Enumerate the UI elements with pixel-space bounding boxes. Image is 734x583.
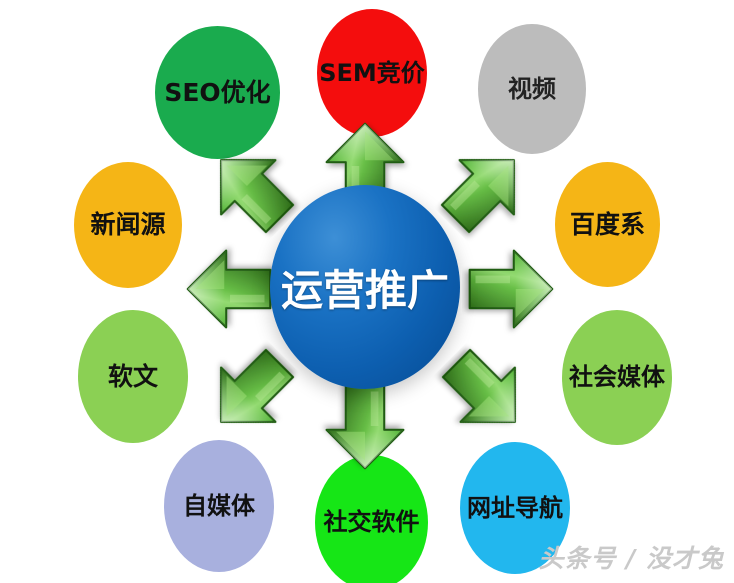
node-label-news-source: 新闻源 <box>90 210 166 240</box>
node-video[interactable]: 视频 <box>478 24 586 154</box>
node-social-app[interactable]: 社交软件 <box>315 455 428 583</box>
node-news-source[interactable]: 新闻源 <box>74 162 182 288</box>
node-sem[interactable]: SEM竞价 <box>317 9 427 137</box>
center-hub-label: 运营推广 <box>280 265 449 315</box>
node-baidu[interactable]: 百度系 <box>555 162 660 287</box>
node-label-sem: SEM竞价 <box>319 58 425 87</box>
node-label-baidu: 百度系 <box>569 209 645 239</box>
node-label-site-nav: 网址导航 <box>467 493 563 522</box>
node-label-social-media: 社会媒体 <box>569 363 665 392</box>
arrow-left-icon <box>182 241 278 337</box>
node-label-self-media: 自媒体 <box>183 491 255 520</box>
center-hub[interactable]: 运营推广 <box>270 185 460 389</box>
arrow-down-icon <box>317 378 413 474</box>
node-soft-article[interactable]: 软文 <box>78 310 188 443</box>
node-label-social-app: 社交软件 <box>323 508 420 537</box>
node-seo[interactable]: SEO优化 <box>155 26 280 159</box>
node-label-soft-article: 软文 <box>107 361 158 391</box>
node-site-nav[interactable]: 网址导航 <box>460 442 570 574</box>
node-social-media[interactable]: 社会媒体 <box>562 310 672 445</box>
arrow-right-icon <box>462 241 558 337</box>
node-label-video: 视频 <box>508 74 556 103</box>
node-self-media[interactable]: 自媒体 <box>164 440 274 572</box>
node-label-seo: SEO优化 <box>164 77 271 107</box>
watermark: 头条号 / 没才兔 <box>538 544 724 573</box>
